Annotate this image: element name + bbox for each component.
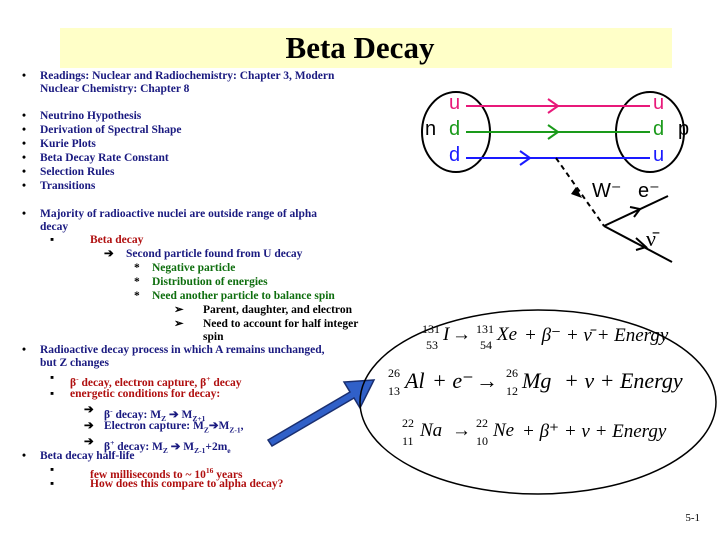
bullet-rate: •Beta Decay Rate Constant — [22, 152, 169, 164]
title-banner — [60, 28, 672, 68]
quark-u-right-2: u — [653, 144, 665, 166]
sub-compare-alpha: ▪How does this compare to alpha decay? — [50, 478, 284, 490]
w-boson-label: W⁻ — [592, 180, 622, 202]
quark-d-left-1: d — [449, 118, 461, 140]
antineutrino-line — [603, 225, 673, 263]
sub-beta-decay: ▪Beta decay — [50, 234, 144, 246]
bullet-radioactive: •Radioactive decay process in which A re… — [22, 344, 325, 369]
bullet-transitions: •Transitions — [22, 180, 96, 192]
bullet-half-life: •Beta decay half-life — [22, 450, 135, 462]
page-number: 5-1 — [685, 512, 700, 524]
sub-balance-spin: *Need another particle to balance spin — [134, 290, 335, 302]
sub-decay-types: ▪β- decay, electron capture, β+ decay — [50, 372, 242, 389]
sub-distribution: *Distribution of energies — [134, 276, 268, 288]
electron-line — [603, 195, 669, 227]
bullet-selection: •Selection Rules — [22, 166, 115, 178]
sub-second-particle: ➔Second particle found from U decay — [104, 248, 303, 260]
sub-ec-cond: ➔Electron capture: MZ➔MZ-1, — [84, 420, 244, 435]
antineutrino-label: ν̄ — [646, 226, 656, 251]
sub-beta-minus-cond: ➔β- decay: MZ ➔ MZ+1 — [84, 404, 206, 424]
w-boson-line — [555, 157, 605, 227]
quark-d-left-2: d — [449, 144, 461, 166]
bullet-kurie: •Kurie Plots — [22, 138, 96, 150]
sub-energetic: ▪energetic conditions for decay: — [50, 388, 221, 400]
bullet-neutrino: •Neutrino Hypothesis — [22, 110, 142, 122]
bullet-spectral: •Derivation of Spectral Shape — [22, 124, 182, 136]
proton-label: p — [678, 118, 690, 140]
highlight-arrow — [266, 379, 376, 448]
quark-d-right: d — [653, 118, 665, 140]
bullet-majority: •Majority of radioactive nuclei are outs… — [22, 208, 318, 233]
equation-ellipse — [359, 309, 717, 495]
quark-u-left: u — [449, 92, 461, 114]
sub-parent: ➢Parent, daughter, and electron — [174, 304, 352, 316]
sub-beta-plus-cond: ➔β+ decay: MZ ➔ MZ-1+2me — [84, 436, 231, 456]
sub-negative: *Negative particle — [134, 262, 236, 274]
bullet-readings: •Readings: Nuclear and Radiochemistry: C… — [22, 70, 335, 95]
sub-milliseconds: ▪few milliseconds to ~ 1016 years — [50, 464, 243, 481]
electron-label: e⁻ — [638, 180, 660, 202]
quark-u-right-1: u — [653, 92, 665, 114]
slide-title: Beta Decay — [285, 30, 435, 65]
neutron-label: n — [425, 118, 437, 140]
